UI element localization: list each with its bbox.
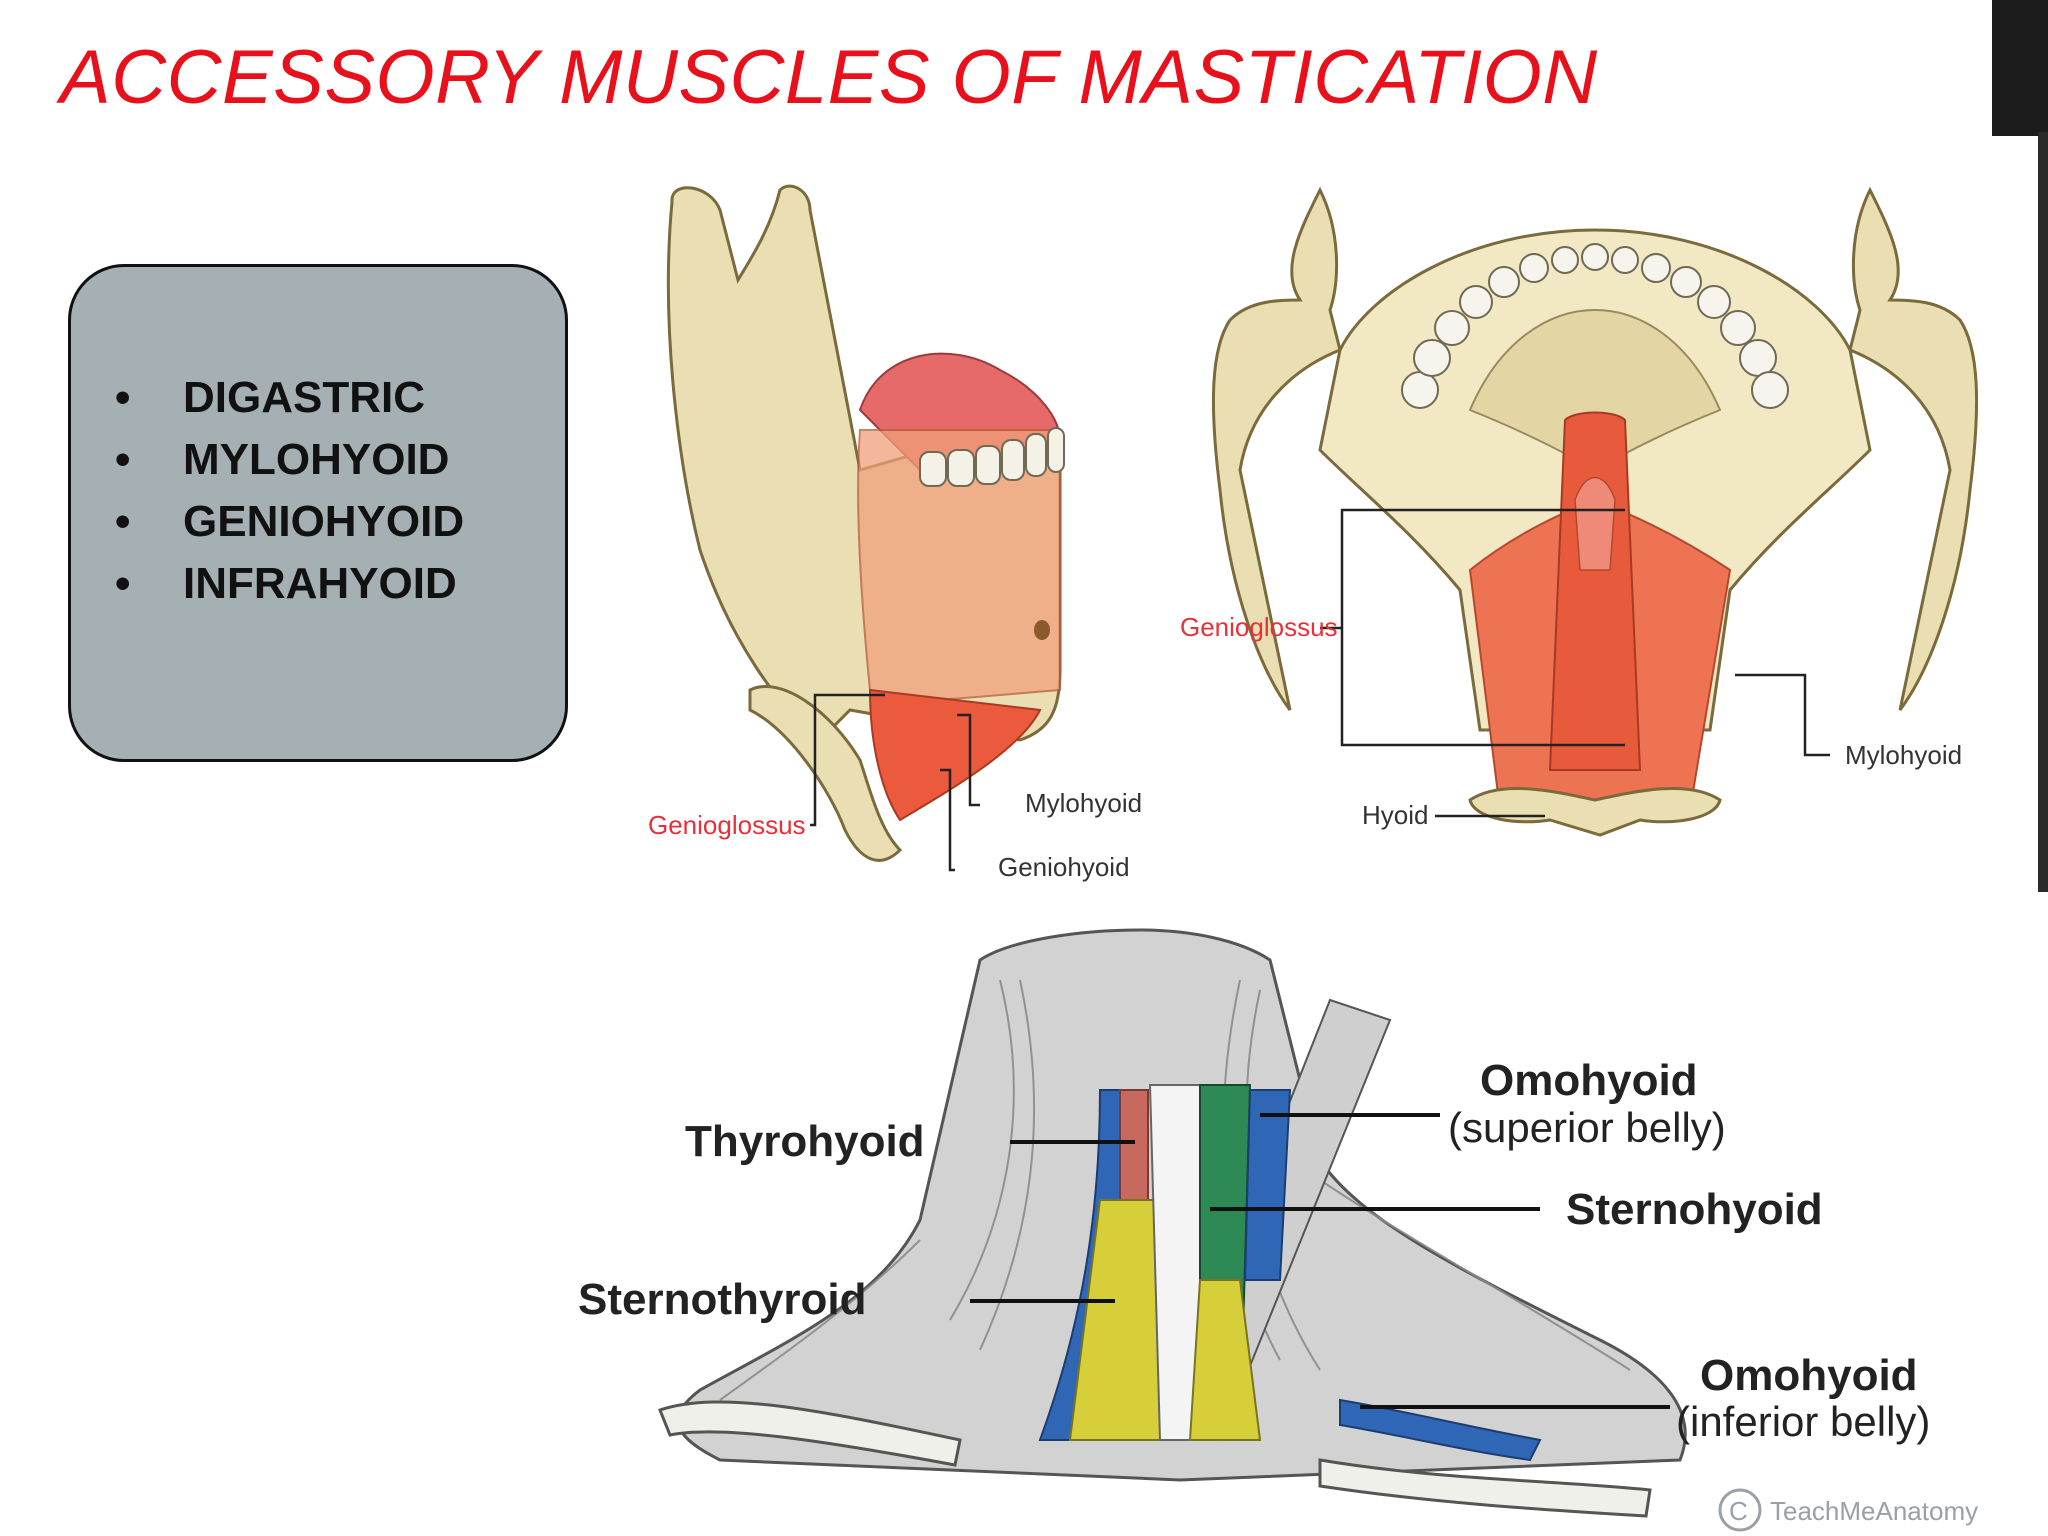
list-item-label: MYLOHYOID bbox=[183, 435, 450, 484]
bullet-icon: • bbox=[115, 435, 131, 484]
hyoid-label-right: Hyoid bbox=[1362, 800, 1428, 830]
clavicle-right bbox=[1318, 1458, 1652, 1518]
hyoid-bone bbox=[748, 685, 903, 862]
slide-edge-strip bbox=[2038, 132, 2048, 892]
sternohyoid-label: Sternohyoid bbox=[1566, 1185, 1823, 1234]
genioglossus-label-left: Genioglossus bbox=[648, 810, 806, 840]
list-item: • MYLOHYOID bbox=[115, 429, 464, 491]
omohyoid-inferior-sublabel: (inferior belly) bbox=[1676, 1398, 1930, 1445]
omohyoid-superior-label: Omohyoid bbox=[1480, 1056, 1698, 1105]
slide-title: ACCESSORY MUSCLES OF MASTICATION bbox=[60, 35, 1598, 120]
left-ramus bbox=[1211, 186, 1342, 711]
watermark-label: TeachMeAnatomy bbox=[1770, 1496, 1978, 1526]
omohyoid-superior-sublabel: (superior belly) bbox=[1448, 1104, 1726, 1151]
right-ramus bbox=[1848, 186, 1979, 711]
omohyoid-superior-belly bbox=[1243, 1089, 1292, 1281]
bullet-icon: • bbox=[115, 373, 131, 422]
hyoid-bone-right bbox=[1468, 786, 1722, 837]
copyright-icon bbox=[1718, 1488, 1762, 1532]
mandible-lateral-figure: Genioglossus Mylohyoid Geniohyoid bbox=[648, 184, 1142, 882]
list-item: • INFRAHYOID bbox=[115, 553, 464, 615]
sternothyroid-muscle-left bbox=[1068, 1199, 1172, 1441]
list-item: • DIGASTRIC bbox=[115, 367, 464, 429]
slide-edge-decoration bbox=[1992, 0, 2048, 136]
list-item-label: INFRAHYOID bbox=[183, 559, 457, 608]
sternothyroid-muscle-right bbox=[1188, 1279, 1262, 1441]
genioglossus-label-right: Genioglossus bbox=[1180, 612, 1338, 642]
genioglossus-muscle bbox=[1548, 411, 1642, 771]
list-item-label: DIGASTRIC bbox=[183, 373, 425, 422]
mandible-internal-figure: Genioglossus Mylohyoid Hyoid bbox=[1180, 186, 1979, 837]
muscle-list: • DIGASTRIC • MYLOHYOID • GENIOHYOID • INFRA… bbox=[115, 367, 464, 615]
mylohyoid-label-left: Mylohyoid bbox=[1025, 788, 1142, 818]
teeth-arch bbox=[1401, 243, 1789, 409]
thyrohyoid-muscle bbox=[1119, 1089, 1149, 1201]
bullet-icon: • bbox=[115, 559, 131, 608]
omohyoid-inferior-label: Omohyoid bbox=[1700, 1351, 1918, 1400]
omohyoid-inferior-belly bbox=[1339, 1398, 1542, 1462]
muscle-list-box: • DIGASTRIC • MYLOHYOID • GENIOHYOID • INFRA… bbox=[68, 264, 568, 762]
bullet-icon: • bbox=[115, 497, 131, 546]
mylohyoid-label-right: Mylohyoid bbox=[1845, 740, 1962, 770]
infrahyoid-neck-figure: Thyrohyoid Sternothyroid Omohyoid (super… bbox=[578, 928, 1978, 1532]
list-item-label: GENIOHYOID bbox=[183, 497, 465, 546]
teeth-row bbox=[919, 427, 1065, 487]
thyrohyoid-label: Thyrohyoid bbox=[685, 1117, 925, 1166]
geniohyoid-label-left: Geniohyoid bbox=[998, 852, 1130, 882]
svg-text:C: C bbox=[1729, 1496, 1748, 1526]
list-item: • GENIOHYOID bbox=[115, 491, 464, 553]
sternothyroid-label: Sternothyroid bbox=[578, 1275, 866, 1324]
geniohyoid-muscle bbox=[868, 688, 1042, 822]
clavicle-left bbox=[658, 1400, 962, 1467]
